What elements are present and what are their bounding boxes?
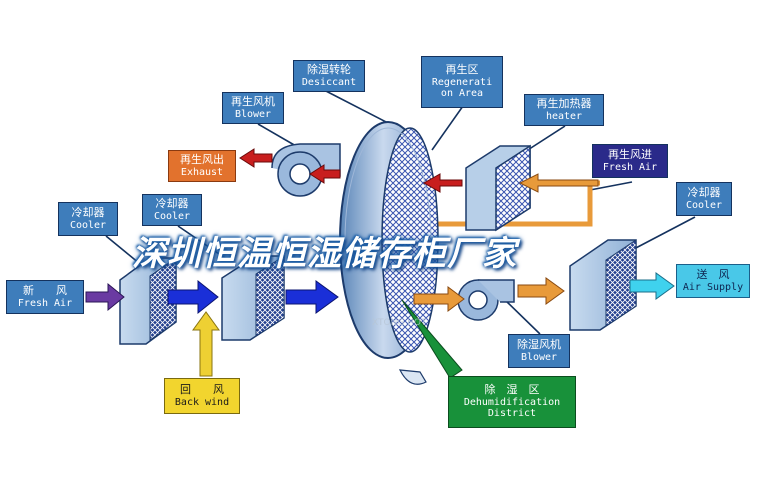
- fresh-air-label-cn: 新 风: [23, 283, 67, 297]
- regen-blower-label-cn: 再生风机: [231, 94, 275, 108]
- air-supply-label: 送 风 Air Supply: [676, 264, 750, 298]
- regen-heater-label: 再生加热器 heater: [524, 94, 604, 126]
- dehum-blower-label-en: Blower: [520, 351, 558, 363]
- desiccant-label-cn: 除湿转轮: [307, 62, 351, 76]
- cooler-1-label-en: Cooler: [69, 219, 107, 231]
- cooler-3-label-en: Cooler: [685, 199, 723, 211]
- desiccant-wheel: [339, 121, 439, 385]
- exhaust-label-en: Exhaust: [180, 166, 224, 178]
- airflow-arrows: [85, 148, 675, 379]
- watermark-text: XTONG HOT: [372, 318, 427, 328]
- regen-fresh-air-label-en: Fresh Air: [602, 161, 658, 173]
- dehum-blower-unit: [457, 279, 515, 321]
- air-supply-label-en: Air Supply: [682, 281, 744, 293]
- regen-heater-label-en: heater: [545, 110, 583, 122]
- air-supply-label-cn: 送 风: [696, 267, 730, 281]
- cooler-1-label: 冷却器 Cooler: [58, 202, 118, 236]
- banner-title: 深圳恒温恒湿储存柜厂家: [132, 234, 517, 274]
- back-wind-label: 回 风 Back wind: [164, 378, 240, 414]
- cooler-2-label: 冷却器 Cooler: [142, 194, 202, 226]
- cooler-3-unit: [569, 239, 637, 331]
- fresh-air-label-en: Fresh Air: [17, 297, 73, 309]
- regen-heater-label-cn: 再生加热器: [536, 96, 592, 110]
- cooler-1-unit: [119, 257, 177, 345]
- dehum-district-label-cn: 除 湿 区: [484, 383, 540, 397]
- leader-lines: [105, 88, 696, 335]
- regen-fresh-air-label: 再生风进 Fresh Air: [592, 144, 668, 178]
- cooler-3-label-cn: 冷却器: [687, 185, 721, 199]
- regen-blower-unit: [271, 143, 341, 197]
- dehum-blower-label: 除湿风机 Blower: [508, 334, 570, 368]
- back-wind-label-en: Back wind: [174, 396, 230, 408]
- regen-blower-label: 再生风机 Blower: [222, 92, 284, 124]
- desiccant-label: 除湿转轮 Desiccant: [293, 60, 365, 92]
- dehum-blower-label-cn: 除湿风机: [517, 337, 561, 351]
- cooler-3-label: 冷却器 Cooler: [676, 182, 732, 216]
- exhaust-label: 再生风出 Exhaust: [168, 150, 236, 182]
- fresh-air-label: 新 风 Fresh Air: [6, 280, 84, 314]
- dehum-district-label: 除 湿 区 Dehumidification District: [448, 376, 576, 428]
- dehum-district-label-en: Dehumidification District: [463, 396, 561, 420]
- regen-area-label: 再生区 Regenerati on Area: [421, 56, 503, 108]
- back-wind-label-cn: 回 风: [180, 382, 224, 396]
- exhaust-label-cn: 再生风出: [180, 152, 224, 166]
- cooler-2-label-en: Cooler: [153, 210, 191, 222]
- desiccant-label-en: Desiccant: [301, 76, 357, 88]
- regen-area-label-en: Regenerati on Area: [431, 76, 493, 100]
- regen-blower-label-en: Blower: [234, 108, 272, 120]
- regen-fresh-air-label-cn: 再生风进: [608, 147, 652, 161]
- cooler-2-label-cn: 冷却器: [155, 196, 189, 210]
- cooler-2-unit: [221, 255, 285, 341]
- cooler-1-label-cn: 冷却器: [71, 205, 105, 219]
- regen-heater-unit: [465, 144, 531, 232]
- regen-area-label-cn: 再生区: [445, 63, 479, 77]
